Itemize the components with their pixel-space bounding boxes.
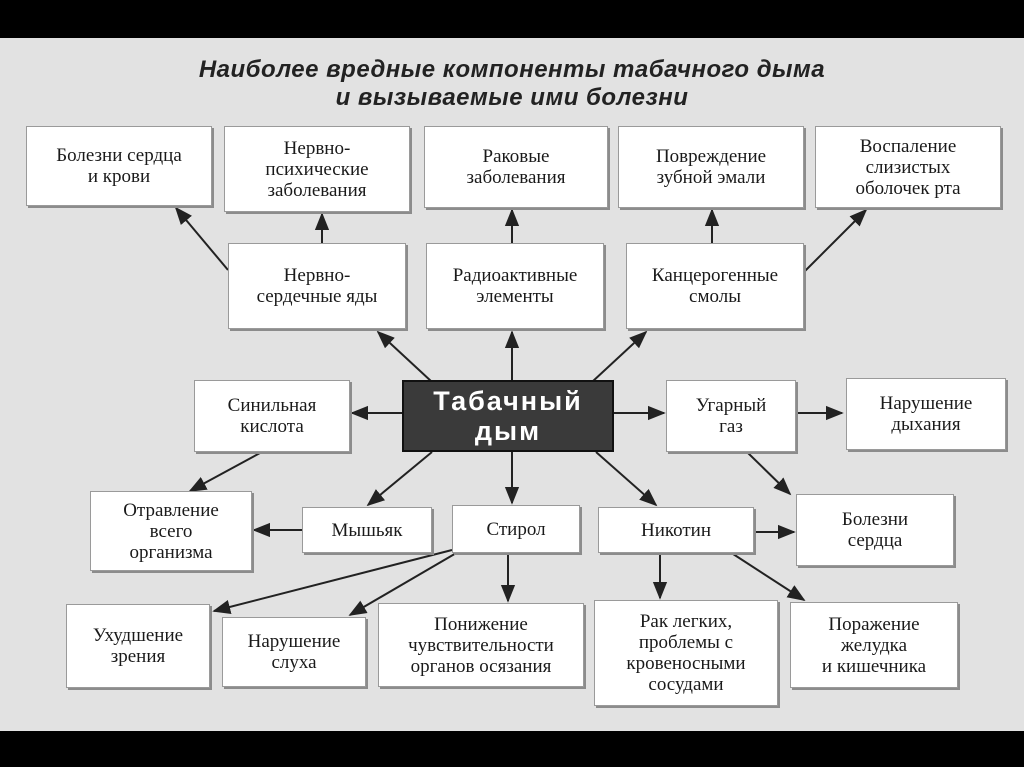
node-carbon-monoxide: Угарный газ — [666, 380, 796, 452]
node-lung-cancer-vessels: Рак легких, проблемы с кровеносными сосу… — [594, 600, 778, 706]
arrow-styrene-to-hearing — [348, 551, 459, 616]
arrow-nicotine-to-stomach — [729, 551, 806, 601]
title-line-2: и вызываемые ими болезни — [335, 84, 689, 111]
node-tooth-enamel-damage: Повреждение зубной эмали — [618, 126, 804, 208]
diagram-title: Наиболее вредные компоненты табачного ды… — [0, 56, 1024, 112]
node-vision-deterioration: Ухудшение зрения — [66, 604, 210, 688]
arrow-co-gas-to-heart — [747, 452, 792, 496]
node-nicotine: Никотин — [598, 507, 754, 553]
node-heart-diseases: Болезни сердца — [796, 494, 954, 566]
arrow-styrene-to-vision — [212, 549, 453, 614]
node-tobacco-smoke: Табачный дым — [402, 380, 614, 452]
node-neuro-cardiac-poisons: Нервно- сердечные яды — [228, 243, 406, 329]
arrow-center-to-arsenic — [366, 451, 433, 507]
arrow-center-to-nicotine — [595, 451, 658, 507]
node-breathing-disorder: Нарушение дыхания — [846, 378, 1006, 450]
node-reduced-touch-sensitivity: Понижение чувствительности органов осяза… — [378, 603, 584, 687]
arrow-carcinogenic-to-mucosa — [803, 208, 868, 273]
node-hydrocyanic-acid: Синильная кислота — [194, 380, 350, 452]
node-arsenic: Мышьяк — [302, 507, 432, 553]
title-line-1: Наиболее вредные компоненты табачного ды… — [198, 56, 826, 83]
node-neuro-psychic-diseases: Нервно- психические заболевания — [224, 126, 410, 212]
node-stomach-intestine-damage: Поражение желудка и кишечника — [790, 602, 958, 688]
arrow-neuro-cardiac-to-heart-blood — [174, 206, 229, 271]
node-hearing-disorder: Нарушение слуха — [222, 617, 366, 687]
node-whole-body-poisoning: Отравление всего организма — [90, 491, 252, 571]
node-carcinogenic-tars: Канцерогенные смолы — [626, 243, 804, 329]
node-heart-blood-diseases: Болезни сердца и крови — [26, 126, 212, 206]
node-mouth-mucosa-inflammation: Воспаление слизистых оболочек рта — [815, 126, 1001, 208]
node-cancer-diseases: Раковые заболевания — [424, 126, 608, 208]
arrow-center-to-carcinogenic — [591, 330, 648, 383]
arrow-hydrocyanic-to-poisoning — [188, 452, 261, 492]
node-radioactive-elements: Радиоактивные элементы — [426, 243, 604, 329]
arrow-center-to-neuro-cardiac — [376, 330, 433, 383]
node-styrene: Стирол — [452, 505, 580, 553]
